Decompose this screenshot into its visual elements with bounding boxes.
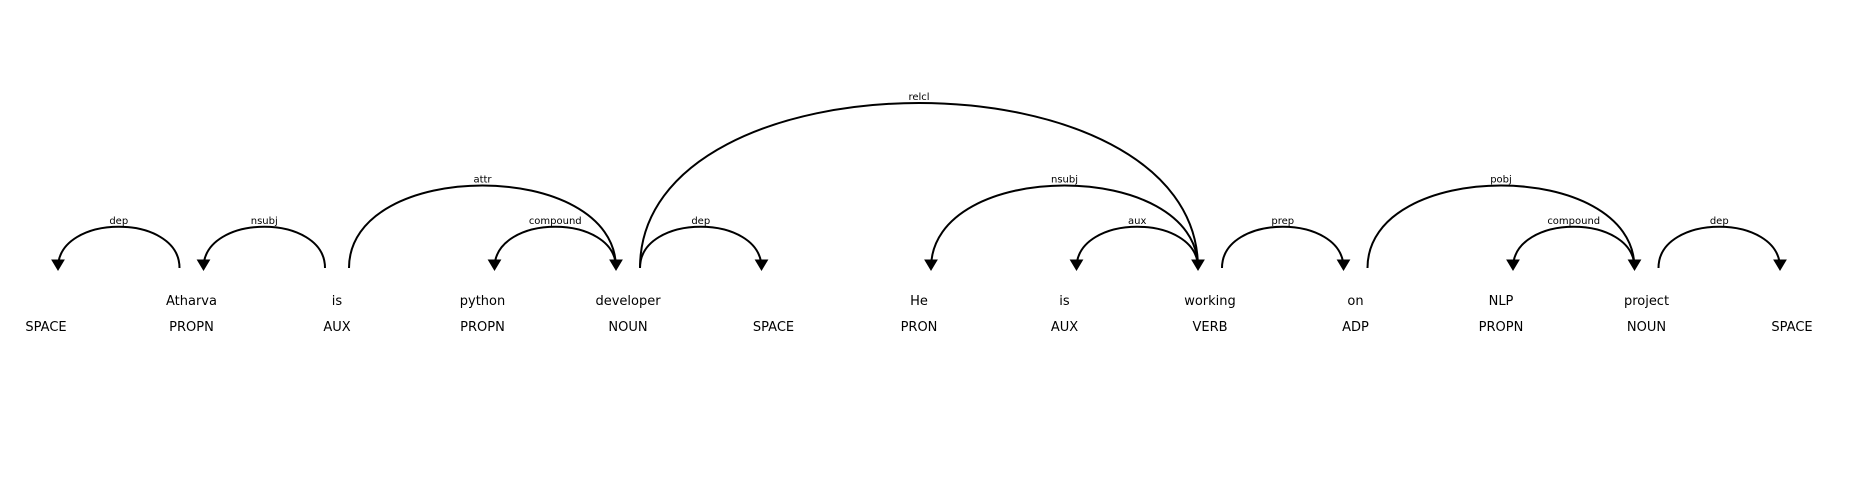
dependency-arc-compound: compound xyxy=(487,216,617,271)
arrow-head-icon xyxy=(924,259,938,271)
token-word: python xyxy=(460,294,505,309)
arc-path xyxy=(202,225,326,269)
arcs-layer: dep nsubj attr compound dep relcl nsubj aux prep… xyxy=(51,92,1787,271)
arc-path xyxy=(493,225,617,269)
arrow-head-icon xyxy=(51,259,65,271)
token-pos-tag: PROPN xyxy=(1479,320,1524,335)
arc-label: attr xyxy=(473,175,492,186)
dependency-arc-dep: dep xyxy=(51,216,181,271)
token-pos-tag: ADP xyxy=(1342,320,1369,335)
arc-path xyxy=(639,102,1199,269)
arrow-head-icon xyxy=(1773,259,1787,271)
arrow-head-icon xyxy=(487,259,502,271)
arc-path xyxy=(1366,184,1636,269)
token-pos-tag: SPACE xyxy=(25,320,66,335)
dependency-arc-dep: dep xyxy=(1657,216,1787,271)
token-word: working xyxy=(1184,294,1236,309)
arc-path xyxy=(1657,225,1781,269)
arc-label: nsubj xyxy=(251,216,278,227)
dependency-arc-aux: aux xyxy=(1069,216,1199,271)
arc-label: dep xyxy=(1710,216,1729,227)
dependency-arc-relcl: relcl xyxy=(639,92,1205,271)
arrow-head-icon xyxy=(1336,259,1351,271)
arc-path xyxy=(1512,225,1636,269)
dependency-arc-dep: dep xyxy=(639,216,769,271)
token-pos-tag: NOUN xyxy=(1627,320,1666,335)
arc-path xyxy=(930,184,1199,269)
token-word: He xyxy=(910,294,928,309)
token-word: developer xyxy=(595,294,661,309)
arc-path xyxy=(1075,225,1199,269)
arc-path xyxy=(1221,225,1345,269)
dependency-arc-prep: prep xyxy=(1221,216,1351,271)
arc-label: pobj xyxy=(1490,175,1512,186)
arc-label: relcl xyxy=(908,92,929,103)
token-word: on xyxy=(1347,294,1363,309)
token-pos-tag: PRON xyxy=(901,320,938,335)
token-pos-tag: SPACE xyxy=(753,320,794,335)
arc-label: compound xyxy=(1547,216,1600,227)
token-pos-tag: PROPN xyxy=(169,320,214,335)
arc-path xyxy=(348,184,617,269)
arc-label: nsubj xyxy=(1051,175,1078,186)
token-word: is xyxy=(332,294,343,309)
arrow-head-icon xyxy=(754,259,769,271)
arrow-head-icon xyxy=(196,259,211,271)
token-word: project xyxy=(1624,294,1669,309)
arc-label: compound xyxy=(529,216,582,227)
arrow-head-icon xyxy=(1506,259,1520,271)
arc-label: dep xyxy=(691,216,710,227)
arrow-head-icon xyxy=(1069,259,1084,271)
dependency-arc-compound: compound xyxy=(1506,216,1636,271)
token-pos-tag: SPACE xyxy=(1771,320,1812,335)
arc-label: dep xyxy=(109,216,128,227)
token-word: NLP xyxy=(1489,294,1514,309)
token-pos-tag: AUX xyxy=(1051,320,1078,335)
arc-label: aux xyxy=(1128,216,1146,227)
token-pos-tag: PROPN xyxy=(460,320,505,335)
token-word: Atharva xyxy=(166,294,217,309)
dependency-arc-nsubj: nsubj xyxy=(924,175,1199,271)
arc-label: prep xyxy=(1271,216,1294,227)
token-pos-tag: VERB xyxy=(1192,320,1227,335)
token-word: is xyxy=(1059,294,1070,309)
token-pos-tag: NOUN xyxy=(608,320,647,335)
token-pos-tag: AUX xyxy=(323,320,350,335)
dependency-arc-nsubj: nsubj xyxy=(196,216,326,271)
arc-path xyxy=(57,225,181,269)
arc-path xyxy=(639,225,763,269)
